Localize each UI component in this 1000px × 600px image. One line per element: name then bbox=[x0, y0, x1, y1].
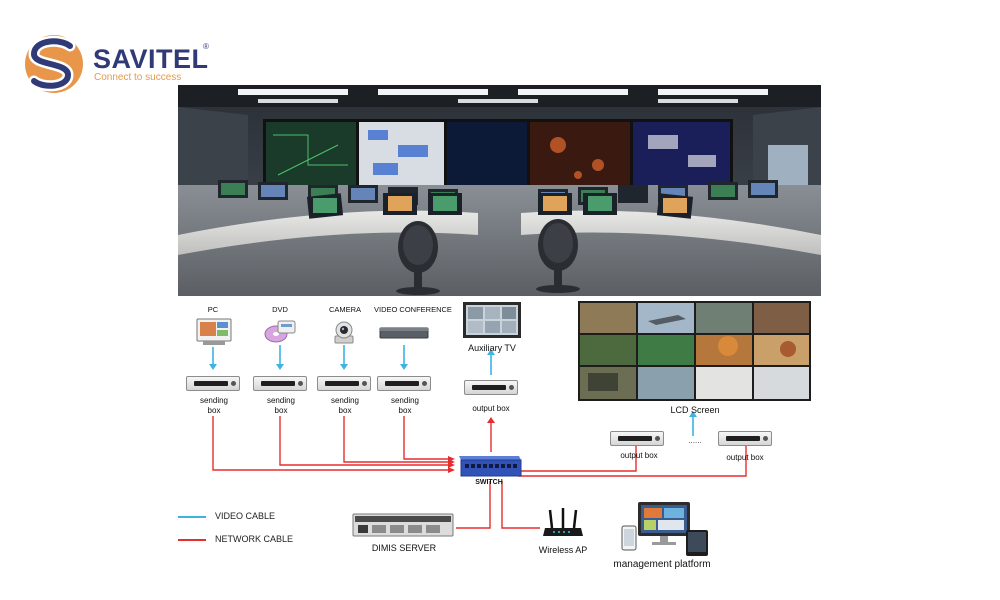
video-conference-device-icon bbox=[379, 327, 429, 339]
source-label-dvd: DVD bbox=[272, 305, 288, 314]
sending-box-label-conference: sending box bbox=[390, 396, 420, 415]
sending-box-pc bbox=[186, 376, 240, 391]
output-box-lcd-1 bbox=[610, 431, 664, 446]
network-cable-conference bbox=[403, 416, 450, 460]
auxiliary-tv-label: Auxiliary TV bbox=[468, 343, 516, 353]
source-label-camera: CAMERA bbox=[328, 305, 362, 314]
sending-box-camera bbox=[317, 376, 371, 391]
auxiliary-tv-icon bbox=[463, 302, 521, 338]
sending-box-label-camera: sending box bbox=[330, 396, 360, 415]
lcd-video-wall bbox=[578, 301, 811, 401]
output-box-label-lcd-2: output box bbox=[726, 453, 764, 462]
legend-video-cable-line bbox=[178, 516, 206, 518]
network-cable-lcd-1 bbox=[518, 446, 637, 472]
sending-box-dvd bbox=[253, 376, 307, 391]
network-cable-wireless bbox=[501, 481, 540, 529]
output-box-label-auxiliary: output box bbox=[472, 404, 510, 413]
video-arrowheads bbox=[209, 349, 697, 417]
output-box-lcd-2 bbox=[718, 431, 772, 446]
source-label-pc: PC bbox=[207, 305, 219, 314]
management-platform-label: management platform bbox=[613, 559, 711, 570]
wireless-ap-icon bbox=[543, 508, 583, 536]
server-icon bbox=[352, 513, 454, 537]
brand-tagline: Connect to success bbox=[94, 72, 182, 83]
sending-box-label-dvd: sending box bbox=[266, 396, 296, 415]
video-cables bbox=[212, 345, 694, 436]
brand-name: SAVITEL bbox=[93, 44, 209, 74]
legend-network-cable-text: NETWORK CABLE bbox=[215, 534, 294, 544]
network-cable-pc bbox=[212, 416, 450, 471]
camera-device-icon bbox=[334, 321, 354, 344]
network-cables bbox=[212, 416, 747, 529]
dvd-device-icon bbox=[264, 320, 296, 343]
registered-mark: ® bbox=[203, 42, 209, 51]
sending-box-label-pc: sending box bbox=[199, 396, 229, 415]
legend-network-cable-line bbox=[178, 539, 206, 541]
output-box-label-lcd-1: output box bbox=[620, 451, 658, 460]
network-arrowheads bbox=[448, 417, 495, 473]
pc-device-icon bbox=[196, 318, 232, 345]
network-cable-dvd bbox=[279, 416, 450, 466]
control-room-photo bbox=[178, 85, 821, 296]
output-box-auxiliary bbox=[464, 380, 518, 395]
sending-box-conference bbox=[377, 376, 431, 391]
legend-video-cable-text: VIDEO CABLE bbox=[215, 511, 276, 521]
switch-label: SWITCH bbox=[475, 479, 503, 486]
network-switch-icon bbox=[459, 456, 522, 477]
lcd-screen-label: LCD Screen bbox=[670, 405, 720, 415]
savitel-logo-icon bbox=[25, 35, 83, 93]
source-label-video-conference: VIDEO CONFERENCE bbox=[374, 305, 452, 314]
network-cable-server bbox=[456, 481, 491, 529]
network-cable-lcd-2 bbox=[518, 446, 747, 477]
wireless-ap-label: Wireless AP bbox=[538, 545, 588, 555]
output-box-ellipsis: ...... bbox=[688, 436, 702, 445]
management-platform-icon bbox=[621, 502, 708, 556]
network-cable-camera bbox=[343, 416, 450, 463]
server-label: DIMIS SERVER bbox=[371, 543, 437, 553]
